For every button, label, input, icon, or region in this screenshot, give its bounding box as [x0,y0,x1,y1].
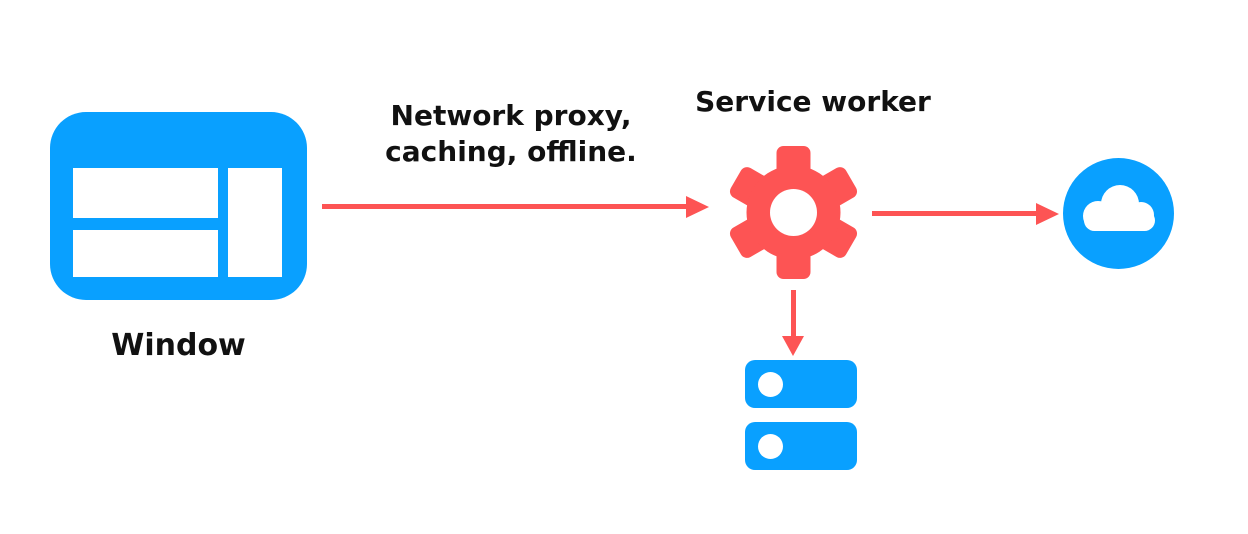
window-content-pane-top [73,168,218,218]
service-worker-label: Service worker [695,85,931,118]
database-drive [745,422,857,470]
drive-indicator-dot [758,434,783,459]
arrow-shaft [322,204,690,209]
arrow-shaft [872,211,1038,216]
cloud-icon [1083,185,1155,231]
drive-indicator-dot [758,372,783,397]
window-label: Window [111,328,246,363]
database-drive [745,360,857,408]
arrowhead-right-icon [686,196,709,218]
browser-window-icon [50,112,307,300]
network-node [1063,158,1174,269]
arrow-annotation: Network proxy, caching, offline. [375,98,647,170]
database-stack-icon [745,360,857,471]
arrow-annotation-line1: Network proxy, [390,99,632,132]
arrow-shaft [791,290,796,338]
arrowhead-right-icon [1036,203,1059,225]
window-content-pane-bottom [73,230,218,277]
window-sidebar-pane [228,168,282,277]
arrow-annotation-line2: caching, offline. [385,135,637,168]
gear-icon [729,146,858,279]
arrowhead-down-icon [782,336,804,356]
